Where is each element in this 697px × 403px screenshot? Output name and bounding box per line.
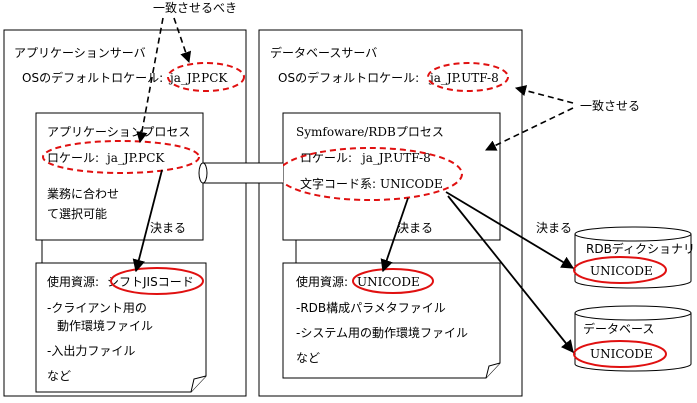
app-resource-item3: など (47, 369, 71, 383)
app-locale-label: ロケール: (47, 151, 99, 165)
make-match-label: 一致させる (580, 99, 640, 113)
db-locale-value: ja_JP.UTF-8 (360, 151, 431, 165)
app-os-locale-label: OSのデフォルトロケール: (22, 70, 163, 85)
db-process-box (282, 112, 501, 241)
database-cylinder (574, 305, 692, 372)
app-resources-highlight (110, 267, 204, 295)
db-resource-item2: -システム用の動作環境ファイル (296, 325, 468, 340)
should-match-label: 一致させるべき (153, 1, 237, 15)
app-resource-item1-line2: 動作環境ファイル (57, 318, 153, 333)
db-resources-label: 使用資源: (296, 274, 348, 289)
app-os-locale-value: ja_JP.PCK (168, 71, 228, 85)
app-locale-highlight (42, 140, 200, 174)
rdb-dictionary-title: RDBディクショナリ (586, 241, 695, 256)
db-process-highlight (277, 147, 463, 201)
rdb-dictionary-highlight (573, 256, 667, 284)
database-highlight (573, 340, 667, 368)
app-resources-label: 使用資源: (47, 274, 99, 289)
db-os-locale-value: ja_JP.UTF-8 (428, 71, 499, 85)
app-determined-label: 決まる (150, 221, 186, 235)
app-os-locale-highlight (167, 62, 245, 92)
app-process-box (35, 112, 204, 241)
db-determined-label: 決まる (397, 221, 433, 235)
arrows (132, 17, 575, 353)
rdb-dictionary-value: UNICODE (590, 264, 653, 278)
db-process-title: Symfoware/RDBプロセス (296, 125, 444, 139)
app-resource-item2: -入出力ファイル (47, 344, 135, 358)
db-resource-item1: -RDB構成パラメタファイル (296, 301, 446, 315)
db-charset-label: 文字コード系: (300, 176, 376, 191)
db-resources-highlight (352, 268, 434, 294)
storage-determined-label: 決まる (536, 221, 572, 235)
db-resource-item3: など (296, 351, 320, 365)
db-resources-value: UNICODE (357, 275, 420, 289)
db-os-locale-label: OSのデフォルトロケール: (278, 70, 419, 85)
app-resources-value: シフトJISコード (107, 275, 194, 289)
db-charset-value: UNICODE (380, 177, 443, 191)
db-os-locale-highlight (427, 62, 509, 92)
database-title: データベース (583, 321, 654, 336)
app-server-title: アプリケーションサーバ (14, 46, 146, 60)
app-note-line2: て選択可能 (47, 207, 107, 221)
app-process-title: アプリケーションプロセス (47, 125, 190, 139)
process-connection-pipe (198, 162, 283, 184)
app-resource-item1-line1: -クライアント用の (47, 301, 147, 315)
app-locale-value: ja_JP.PCK (105, 151, 165, 165)
db-locale-label: ロケール: (300, 151, 352, 165)
database-value: UNICODE (590, 347, 653, 361)
app-note-line1: 業務に合わせ (47, 186, 119, 201)
db-server-title: データベースサーバ (270, 45, 377, 60)
